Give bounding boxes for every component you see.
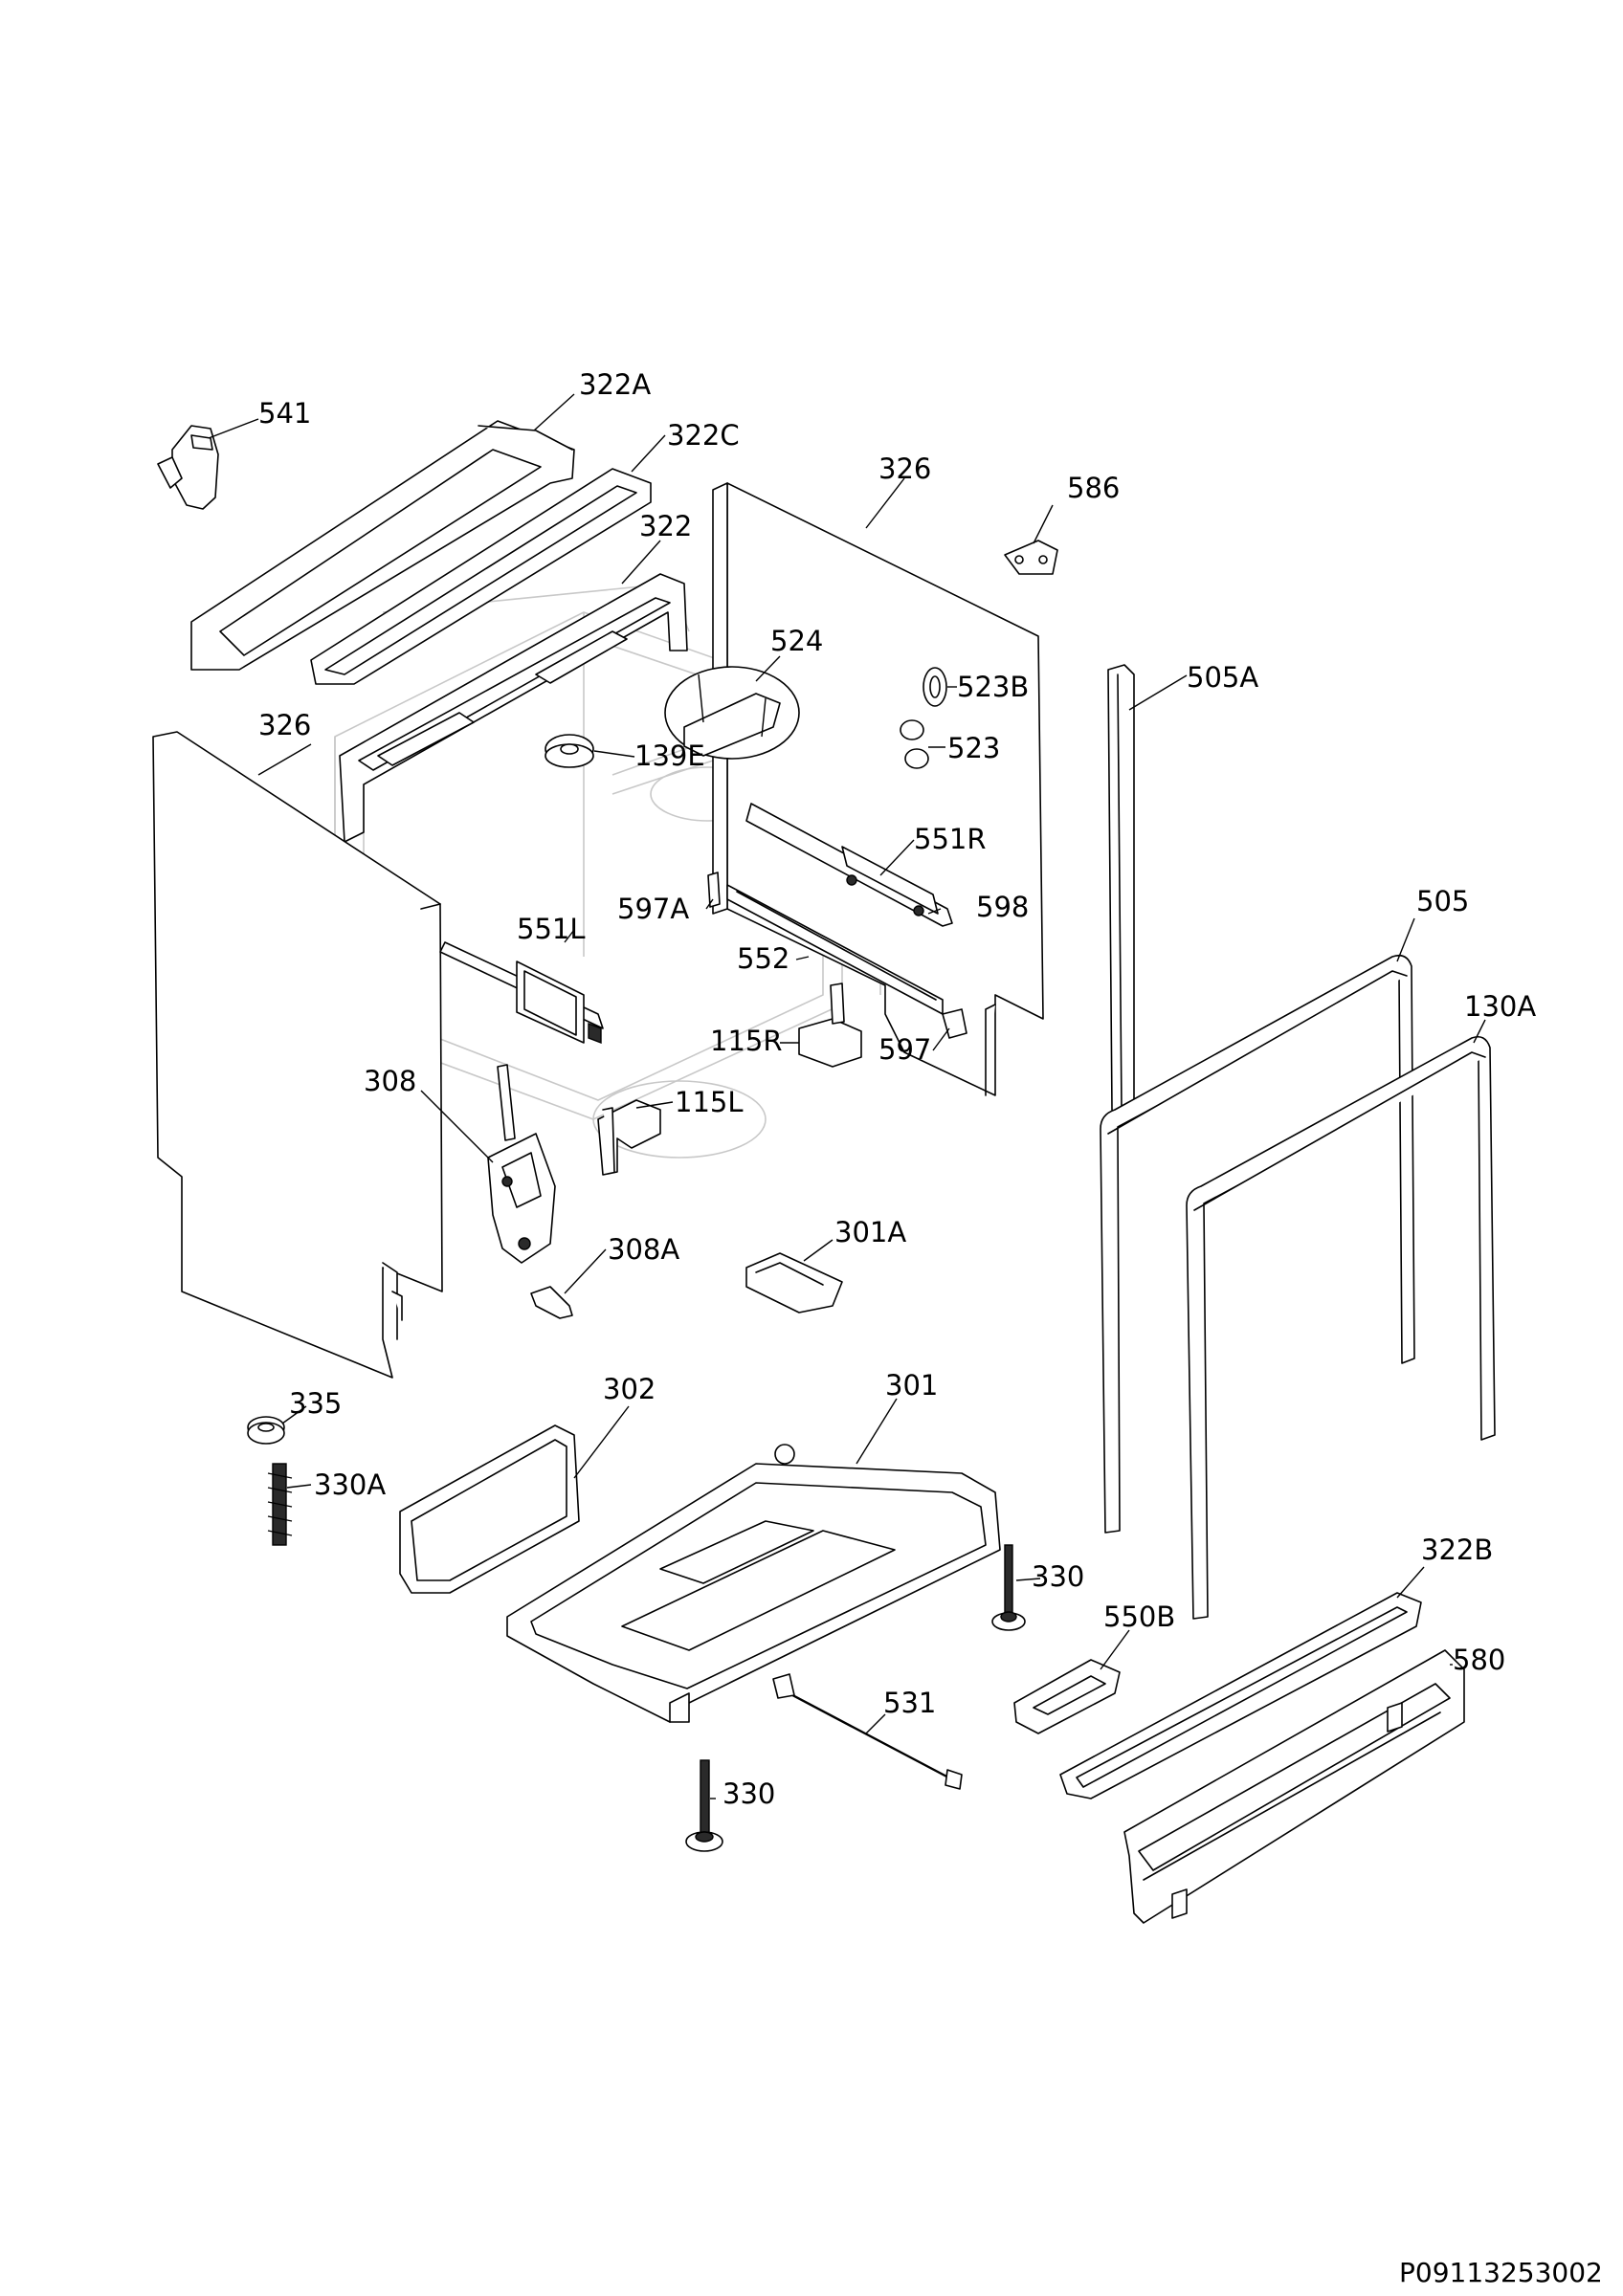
callout-130A: 130A [1464, 990, 1536, 1023]
callout-523: 523 [947, 732, 1000, 764]
part-541-bracket [157, 425, 219, 510]
callout-302: 302 [603, 1373, 656, 1405]
part-301-base [506, 1444, 1001, 1723]
callout-322B: 322B [1421, 1534, 1493, 1566]
part-115R-guide [798, 982, 862, 1068]
part-551L-rail [439, 941, 604, 1045]
callout-322: 322 [639, 510, 692, 542]
callout-326-left: 326 [258, 709, 311, 741]
part-580-kickplate [1123, 1649, 1465, 1924]
callout-597: 597 [878, 1033, 931, 1066]
callout-115R: 115R [710, 1025, 783, 1057]
part-115L-guide [597, 1099, 661, 1176]
callout-322C: 322C [667, 419, 740, 452]
callout-139E: 139E [634, 740, 705, 772]
part-330-upper-foot [991, 1544, 1026, 1631]
callout-551L: 551L [517, 913, 586, 945]
part-322C-rail [310, 468, 652, 685]
part-308-hinge [487, 1064, 556, 1264]
leader-lines [208, 393, 1486, 1799]
part-550B-bracket [1013, 1659, 1121, 1734]
part-335-cap [247, 1416, 285, 1445]
callout-308A: 308A [608, 1233, 679, 1266]
callout-322A: 322A [579, 368, 651, 401]
part-330A-spring [267, 1463, 293, 1546]
part-139E-wheel [545, 734, 594, 768]
callout-335: 335 [289, 1387, 342, 1420]
callout-115L: 115L [675, 1086, 744, 1118]
part-597-stop [942, 1008, 967, 1039]
part-505-door-seal [1100, 954, 1415, 1534]
callout-586: 586 [1067, 472, 1120, 504]
callout-326-right: 326 [878, 453, 931, 485]
callout-505: 505 [1416, 885, 1469, 917]
callout-523B: 523B [957, 671, 1029, 703]
callout-301A: 301A [834, 1216, 906, 1248]
part-523B-washer [923, 667, 947, 707]
part-322B-rail [1059, 1592, 1422, 1799]
callout-598: 598 [976, 891, 1029, 923]
part-330-lower-foot [685, 1759, 723, 1852]
callout-301: 301 [885, 1369, 938, 1402]
callout-552: 552 [737, 942, 789, 975]
document-id: P09113253002 [1399, 2257, 1603, 2288]
callout-541: 541 [258, 397, 311, 430]
part-322A-rail [190, 420, 575, 671]
part-524-detail [664, 666, 800, 760]
callout-505A: 505A [1187, 661, 1258, 694]
part-586-clip [1004, 540, 1058, 575]
part-505A-seal [1107, 664, 1135, 1118]
part-130A-door-seal [1186, 1035, 1496, 1620]
callout-330A: 330A [314, 1468, 386, 1501]
part-597A-stop [707, 872, 721, 908]
callout-551R: 551R [914, 823, 987, 855]
part-523-rollers [900, 719, 929, 769]
callout-330-lower: 330 [723, 1777, 775, 1810]
callout-531: 531 [883, 1687, 936, 1719]
part-551R-rail [745, 803, 953, 927]
callout-597A: 597A [617, 893, 689, 925]
part-302-frame [399, 1424, 580, 1594]
callout-524: 524 [770, 625, 823, 657]
callout-labels: 541 322A 322C 322 326 586 326 524 523B 5… [258, 368, 1536, 1810]
callout-580: 580 [1453, 1644, 1505, 1676]
part-308A-lever [530, 1286, 573, 1319]
part-301A-cover [745, 1252, 843, 1314]
part-531-cable [772, 1673, 963, 1790]
part-326-left-panel [152, 731, 443, 1379]
callout-330-upper: 330 [1032, 1560, 1084, 1593]
callout-550B: 550B [1103, 1601, 1175, 1633]
part-322-frame [339, 573, 688, 843]
part-326-right-panel [712, 482, 1044, 1096]
callout-308: 308 [364, 1065, 416, 1097]
